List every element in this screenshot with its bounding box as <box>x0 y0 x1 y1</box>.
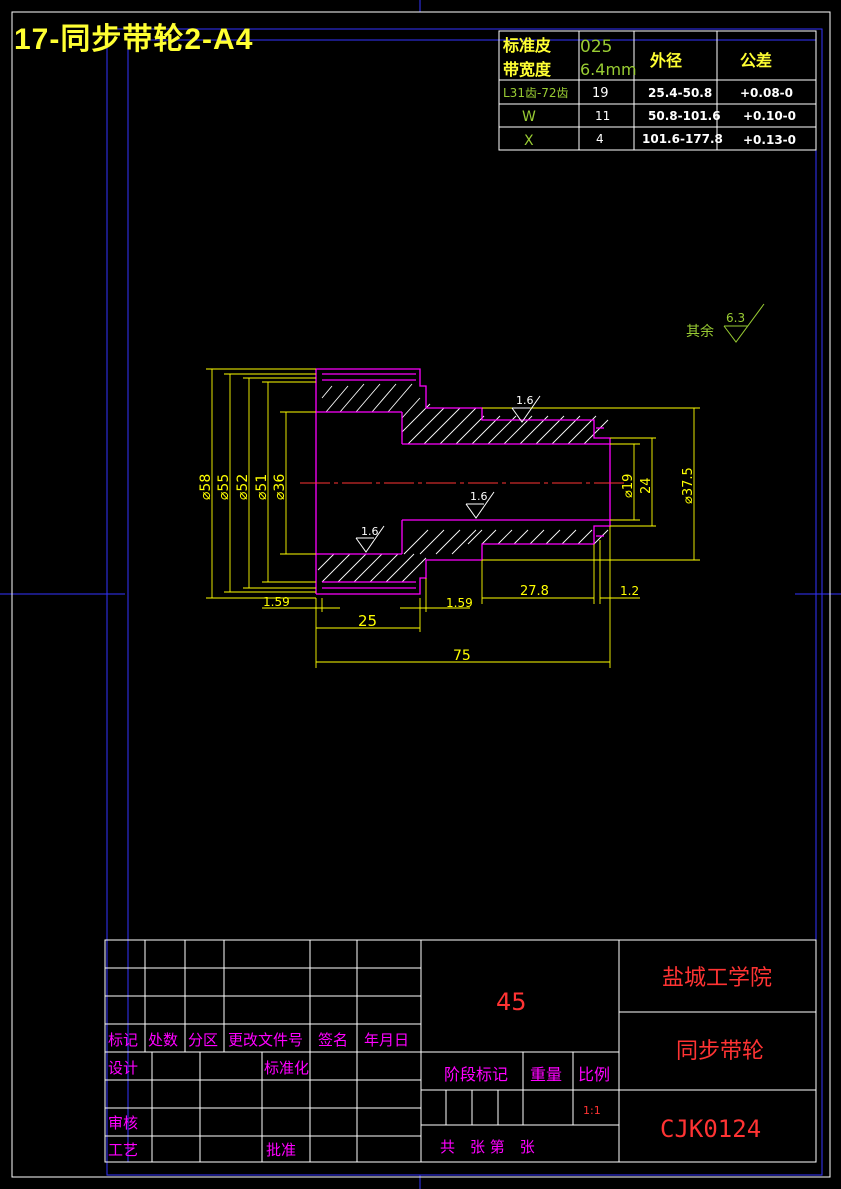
tb-standardize: 标准化 <box>264 1059 309 1077</box>
spec-pitch-code: 025 <box>580 37 612 57</box>
title-block-grid <box>104 939 817 1163</box>
tb-material: 45 <box>496 988 527 1016</box>
dim-dia-55: ⌀55 <box>216 474 232 500</box>
spec-row-range: 101.6-177.8 <box>642 132 723 146</box>
dim-dia-51: ⌀51 <box>254 474 270 500</box>
roughness-mark: 1.6 <box>470 490 488 503</box>
tb-review: 审核 <box>108 1114 138 1132</box>
tb-drawing-no: CJK0124 <box>660 1115 761 1143</box>
spec-col-outer-dia: 外径 <box>649 51 682 70</box>
tb-school: 盐城工学院 <box>662 966 772 991</box>
tb-approve: 批准 <box>266 1141 296 1159</box>
dim-dia-52: ⌀52 <box>235 474 251 500</box>
dim-1-59-right: 1.59 <box>446 596 473 610</box>
dimension-lines <box>206 368 700 668</box>
tb-sign: 签名 <box>318 1031 348 1049</box>
dim-1-59-left: 1.59 <box>263 595 290 609</box>
roughness-rest-label: 其余 <box>686 323 714 340</box>
roughness-mark: 1.6 <box>361 525 379 538</box>
tb-zone: 分区 <box>188 1031 218 1049</box>
spec-row-count: 4 <box>596 132 604 146</box>
tb-stage-mark: 阶段标记 <box>444 1065 508 1084</box>
spec-header-1: 标准皮 <box>502 36 551 55</box>
spec-row-tol: +0.13-0 <box>743 133 796 147</box>
spec-row-type: W <box>522 109 536 125</box>
dim-dia-36: ⌀36 <box>272 474 288 500</box>
tb-part-name: 同步带轮 <box>676 1039 764 1064</box>
tb-scale-value: 1:1 <box>583 1104 601 1117</box>
spec-row-count: 11 <box>595 109 610 123</box>
tb-process: 工艺 <box>108 1141 138 1159</box>
tb-count: 处数 <box>148 1031 178 1049</box>
spec-row-type: X <box>524 133 534 149</box>
part-outline <box>315 368 611 595</box>
dim-24: 24 <box>639 477 654 494</box>
spec-row-type: L31齿-72齿 <box>503 86 569 100</box>
spec-table <box>498 30 817 151</box>
tb-doc: 更改文件号 <box>228 1031 303 1049</box>
tb-weight: 重量 <box>530 1065 562 1084</box>
dim-1-2: 1.2 <box>620 584 639 598</box>
dimension-texts: ⌀58 ⌀55 ⌀52 ⌀51 ⌀36 ⌀19 24 ⌀37.5 1.59 25… <box>198 467 696 664</box>
roughness-rest-symbol <box>723 303 765 343</box>
roughness-marks <box>355 395 541 553</box>
tb-scale-label: 比例 <box>578 1065 610 1084</box>
dim-27-8: 27.8 <box>520 584 549 599</box>
spec-row-tol: +0.10-0 <box>743 109 796 123</box>
tb-mark: 标记 <box>108 1031 138 1049</box>
drawing-frame <box>11 11 831 1178</box>
tb-design: 设计 <box>108 1059 138 1077</box>
spec-header-2: 带宽度 <box>503 60 552 79</box>
title-block-texts: 标记 处数 分区 更改文件号 签名 年月日 设计 标准化 审核 工艺 批准 阶段… <box>108 966 772 1159</box>
dim-25: 25 <box>358 612 377 630</box>
roughness-mark: 1.6 <box>516 394 534 407</box>
spec-belt-width: 6.4mm <box>580 60 637 79</box>
spec-row-tol: +0.08-0 <box>740 86 793 100</box>
page-title: 17-同步带轮2-A4 <box>14 23 254 56</box>
tb-sheet-info: 共 张 第 张 <box>440 1138 535 1156</box>
tb-date: 年月日 <box>364 1031 409 1049</box>
spec-row-range: 50.8-101.6 <box>648 109 721 123</box>
dim-dia-19: ⌀19 <box>621 474 636 498</box>
roughness-rest-value: 6.3 <box>726 311 745 325</box>
spec-row-range: 25.4-50.8 <box>648 86 712 100</box>
dim-75: 75 <box>453 648 471 664</box>
section-hatching <box>317 383 609 583</box>
roughness-rest: 其余 6.3 <box>686 303 765 343</box>
dim-dia-58: ⌀58 <box>198 474 214 500</box>
dim-dia-37-5: ⌀37.5 <box>681 467 696 504</box>
spec-row-count: 19 <box>592 86 609 101</box>
spec-col-tolerance: 公差 <box>740 51 772 70</box>
